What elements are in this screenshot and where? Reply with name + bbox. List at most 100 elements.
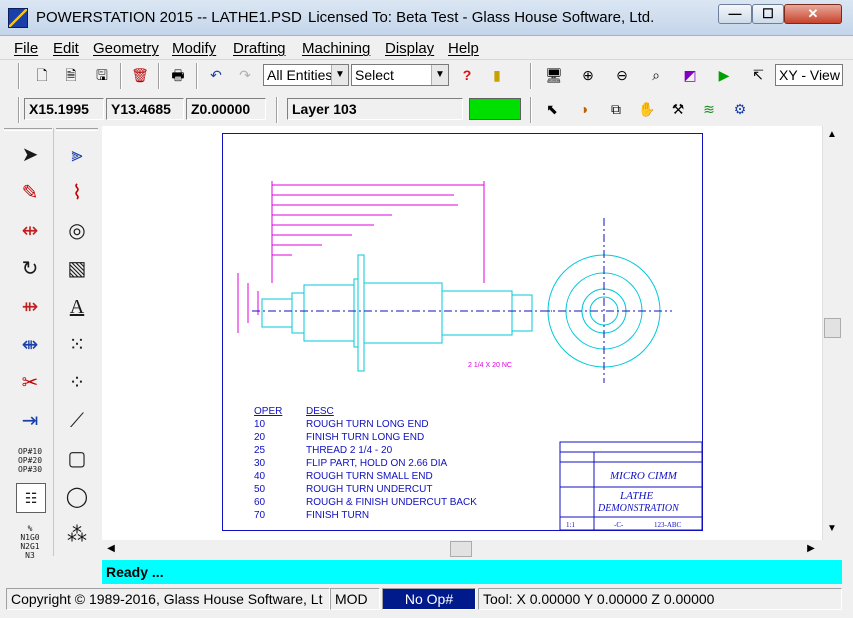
menu-modify[interactable]: Modify [172, 40, 217, 57]
entities-combo[interactable]: All Entities ▼ [263, 64, 349, 86]
mirror-icon[interactable]: ⇹ [21, 220, 39, 242]
mirror-move-icon[interactable]: ⇼ [21, 334, 39, 356]
minimize-button[interactable]: — [718, 4, 752, 24]
menu-help[interactable]: Help [448, 40, 479, 57]
eraser-icon[interactable]: ✎ [21, 182, 39, 204]
play-icon[interactable]: ▶ [718, 67, 730, 83]
vertical-scrollbar[interactable]: ▲ ▼ [822, 126, 842, 540]
contour-icon[interactable]: ⌇ [72, 182, 82, 204]
new-file-icon[interactable]: 🗋 [36, 67, 48, 83]
tool-path-icon[interactable]: ⇥ [21, 410, 39, 432]
company-name: MICRO CIMM [609, 470, 678, 482]
zoom-window-icon[interactable]: ⌕ [652, 67, 660, 83]
hammer-icon[interactable]: ⚒ [671, 101, 685, 117]
print-icon[interactable]: 🖶 [171, 67, 185, 83]
layer-stack-icon[interactable]: ≋ [703, 101, 715, 117]
horizontal-scroll-thumb[interactable] [450, 541, 472, 557]
thread-note: 2 1/4 X 20 NC [468, 362, 512, 369]
pointer-arrow-icon[interactable]: ➤ [21, 144, 39, 166]
table-header-oper: OPER [254, 406, 282, 417]
revision-value: -C- [614, 521, 624, 529]
toolbar-separator [276, 97, 278, 123]
z-coordinate: Z0.00000 [186, 98, 266, 120]
align-icon[interactable]: ⫸ [71, 144, 83, 166]
scroll-down-icon[interactable]: ▼ [827, 523, 837, 534]
layers-icon[interactable]: ⧉ [611, 101, 621, 117]
menu-machining[interactable]: Machining [302, 40, 371, 57]
layer-color-swatch[interactable] [469, 98, 521, 120]
pan-hand-icon[interactable]: ✋ [638, 101, 656, 117]
vertical-scroll-thumb[interactable] [824, 318, 841, 338]
drawing-number: 123-ABC [654, 521, 682, 529]
app-icon[interactable] [8, 8, 28, 28]
chevron-down-icon[interactable]: ▼ [431, 65, 448, 85]
zoom-in-icon[interactable]: ⊕ [582, 67, 594, 83]
circle-points-icon[interactable]: ◯ [65, 486, 89, 508]
palette-icon[interactable]: ◑ [579, 101, 589, 117]
save-file-icon[interactable]: 🖫 [96, 67, 108, 83]
license-text: Licensed To: Beta Test - Glass House Sof… [308, 9, 655, 26]
view-combo-value: XY - View [779, 67, 840, 83]
menu-display[interactable]: Display [385, 40, 435, 57]
select-pointer-icon[interactable]: ⬉ [546, 101, 558, 117]
copyright-panel: Copyright © 1989-2016, Glass House Softw… [6, 588, 330, 610]
scroll-up-icon[interactable]: ▲ [827, 129, 837, 140]
trim-icon[interactable]: ✂ [21, 372, 39, 394]
menu-file[interactable]: File [14, 40, 39, 57]
monitor-icon[interactable]: 🖥 [545, 67, 563, 83]
y-coordinate: Y13.4685 [106, 98, 184, 120]
maximize-icon: ☐ [762, 6, 774, 21]
offset-spiral-icon[interactable]: ◎ [68, 220, 86, 242]
menu-drafting[interactable]: Drafting [233, 40, 286, 57]
palette-grip [56, 128, 98, 131]
operation-panel: No Op# [382, 588, 476, 610]
redo-icon[interactable]: ↷ [239, 67, 251, 83]
delete-icon[interactable]: 🗑 [131, 67, 149, 83]
program-list-icon[interactable]: ☷ [16, 483, 46, 513]
operation-number: 30 [254, 458, 266, 469]
toolbar-separator [18, 97, 20, 123]
exit-door-icon[interactable]: ▮ [493, 67, 501, 83]
x-coordinate: X15.1995 [24, 98, 104, 120]
menu-edit[interactable]: Edit [53, 40, 79, 57]
rotate-icon[interactable]: ↻ [21, 258, 39, 280]
axis-icon[interactable]: ↸ [752, 67, 764, 83]
text-icon[interactable]: A [69, 296, 85, 318]
chevron-down-icon[interactable]: ▼ [331, 65, 348, 85]
operation-description: ROUGH TURN LONG END [306, 419, 429, 430]
entities-combo-value: All Entities [267, 67, 333, 83]
tool-palette: ➤ ✎ ⇹ ↻ ⇻ ⇼ ✂ ⇥ OP#10 OP#20 OP#30 ☷ % N1… [0, 126, 100, 560]
mirror-copy-icon[interactable]: ⇻ [21, 296, 39, 318]
line-points-icon[interactable]: ⟋ [70, 410, 84, 432]
centerlines [252, 218, 672, 383]
operation-list-icon[interactable]: OP#10 OP#20 OP#30 [17, 447, 43, 474]
maximize-button[interactable]: ☐ [752, 4, 784, 24]
scroll-left-icon[interactable]: ◀ [107, 543, 115, 554]
open-file-icon[interactable]: 🗎 [65, 67, 77, 83]
rectangle-points-icon[interactable]: ▢ [67, 448, 87, 470]
grid-circles-icon[interactable]: ⁂ [67, 524, 87, 546]
horizontal-scrollbar[interactable]: ◀ ▶ [102, 540, 822, 558]
hatch-icon[interactable]: ▧ [67, 258, 87, 280]
render-icon[interactable]: ◩ [683, 67, 697, 83]
nc-code-icon[interactable]: % N1G0 N2G1 N3 [20, 524, 40, 560]
view-combo[interactable]: XY - View [775, 64, 843, 86]
machine-icon[interactable]: ⚙ [733, 101, 747, 117]
zoom-out-icon[interactable]: ⊖ [616, 67, 628, 83]
layer-field[interactable]: Layer 103 [287, 98, 463, 120]
menu-geometry[interactable]: Geometry [93, 40, 159, 57]
window-title: POWERSTATION 2015 -- LATHE1.PSD [36, 9, 302, 26]
drill-holes-icon[interactable]: ⁙ [68, 334, 86, 356]
main-toolbar: 🗋 🗎 🖫 🗑 🖶 ↶ ↷ All Entities ▼ Select ▼ ? … [0, 60, 853, 92]
help-icon[interactable]: ? [462, 67, 472, 83]
close-button[interactable]: ✕ [784, 4, 842, 24]
undo-icon[interactable]: ↶ [210, 67, 222, 83]
table-header-desc: DESC [306, 406, 334, 417]
title-line-1: LATHE [619, 490, 653, 502]
scroll-right-icon[interactable]: ▶ [807, 543, 815, 554]
select-combo[interactable]: Select ▼ [351, 64, 449, 86]
toolbar-separator [530, 97, 532, 123]
bolt-circle-icon[interactable]: ⁘ [68, 372, 86, 394]
